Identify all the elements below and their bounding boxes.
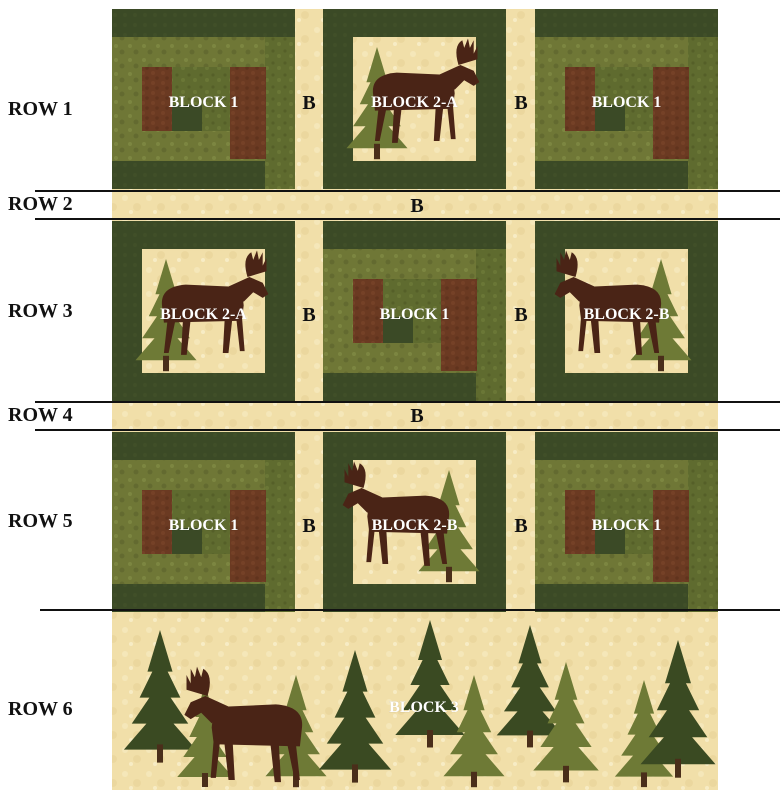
- block-label: BLOCK 1: [592, 94, 662, 111]
- sashing-b-label: B: [514, 92, 527, 114]
- block-label: BLOCK 1: [169, 94, 239, 111]
- row-4-label: ROW 4: [8, 404, 73, 427]
- row-2-label: ROW 2: [8, 193, 73, 216]
- row-5-label: ROW 5: [8, 510, 73, 533]
- sashing-b-label: B: [302, 515, 315, 537]
- sashing-b-label: B: [410, 195, 423, 217]
- block-label: BLOCK 1: [592, 517, 662, 534]
- sashing-b-label: B: [302, 304, 315, 326]
- block-label: BLOCK 2-B: [372, 517, 458, 534]
- sashing-b-label: B: [410, 405, 423, 427]
- block-label: BLOCK 2-B: [584, 306, 670, 323]
- block-label: BLOCK 1: [169, 517, 239, 534]
- row-6-label: ROW 6: [8, 698, 73, 721]
- block-3-label: BLOCK 3: [389, 699, 459, 716]
- row-1-label: ROW 1: [8, 98, 73, 121]
- block-label: BLOCK 2-A: [160, 306, 247, 323]
- block-label: BLOCK 1: [380, 306, 450, 323]
- row-3-label: ROW 3: [8, 300, 73, 323]
- sashing-b-label: B: [514, 304, 527, 326]
- sashing-b-label: B: [302, 92, 315, 114]
- sashing-b-label: B: [514, 515, 527, 537]
- block-label: BLOCK 2-A: [371, 94, 458, 111]
